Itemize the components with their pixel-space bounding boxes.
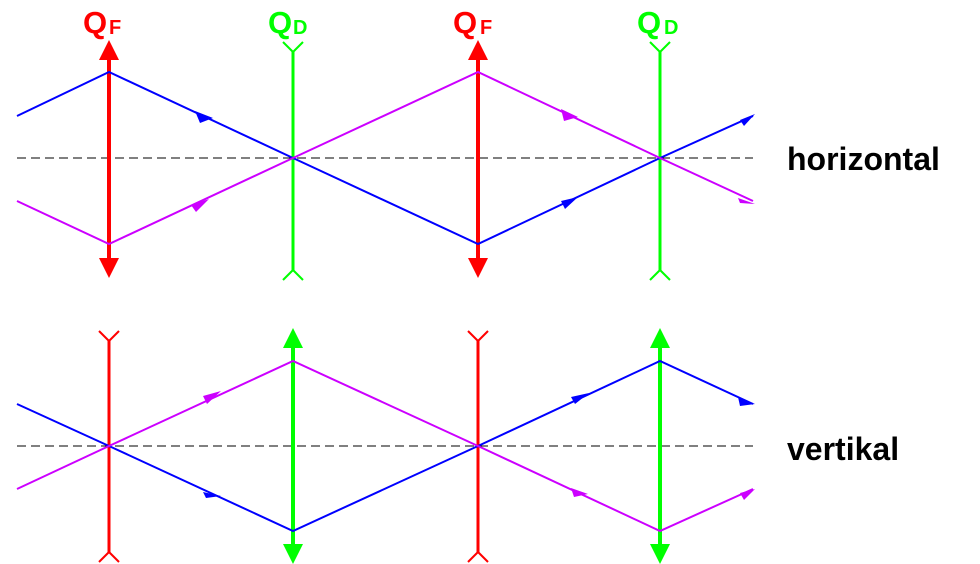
- purple-ray-vertical: [16, 359, 754, 533]
- blue-ray-vertical: [16, 359, 754, 533]
- ray-direction-arrow: [561, 109, 578, 121]
- purple-ray-horizontal: [16, 70, 754, 246]
- lens-label-qd-2: Q D: [637, 5, 678, 40]
- lens-label-qf-1: Q F: [83, 5, 121, 40]
- ray-direction-arrow: [203, 492, 221, 498]
- lens-label-sub: F: [480, 17, 492, 39]
- ray-direction-arrow: [203, 391, 221, 404]
- lens-label-qd-1: Q D: [268, 5, 307, 40]
- vertical-plane: vertikal: [16, 328, 899, 564]
- lens-label-main: Q: [453, 5, 477, 40]
- blue-ray-horizontal: [16, 70, 754, 246]
- lens-label-main: Q: [268, 5, 292, 40]
- defocusing-lens-horizontal-1: [282, 41, 304, 281]
- ray-direction-arrow: [571, 488, 588, 497]
- ray-direction-arrow: [738, 198, 755, 204]
- ray-direction-arrow: [561, 197, 578, 209]
- ray-direction-arrow: [571, 393, 589, 404]
- lens-label-qf-2: Q F: [453, 5, 492, 40]
- lens-label-main: Q: [83, 5, 107, 40]
- ray-direction-arrow: [195, 111, 213, 123]
- lens-label-main: Q: [637, 5, 661, 40]
- ray-direction-arrow: [740, 114, 755, 126]
- horizontal-plane: horizontal: [16, 40, 940, 281]
- ray-direction-arrow: [191, 199, 209, 212]
- vertical-label: vertikal: [787, 431, 899, 467]
- lens-label-sub: D: [664, 17, 678, 39]
- ray-direction-arrow: [738, 397, 755, 406]
- ray-direction-arrow: [740, 489, 755, 500]
- lens-label-sub: F: [109, 17, 121, 39]
- defocusing-lens-horizontal-2: [649, 41, 671, 281]
- lens-label-sub: D: [293, 17, 307, 39]
- horizontal-label: horizontal: [787, 141, 940, 177]
